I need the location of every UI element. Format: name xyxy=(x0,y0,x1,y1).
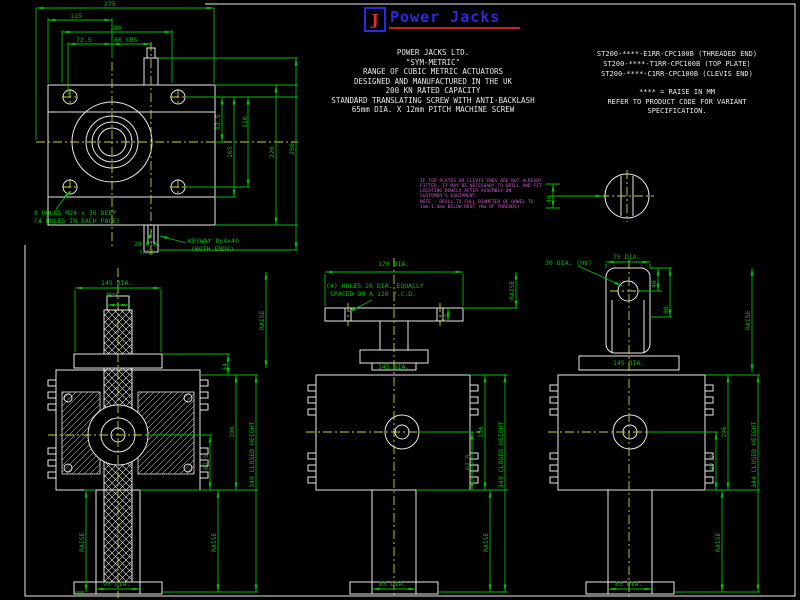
section-view-threaded xyxy=(47,268,268,598)
section-view-clevis xyxy=(548,260,760,598)
logo-monogram: J xyxy=(371,10,379,29)
plan-view xyxy=(35,6,298,258)
brand-underline xyxy=(389,27,520,29)
section-view-top-plate xyxy=(306,258,518,598)
logo-mark: J xyxy=(364,7,386,32)
shaft-end-detail xyxy=(546,170,654,222)
brand-name: Power Jacks xyxy=(390,8,501,26)
sheet-border xyxy=(24,3,796,597)
